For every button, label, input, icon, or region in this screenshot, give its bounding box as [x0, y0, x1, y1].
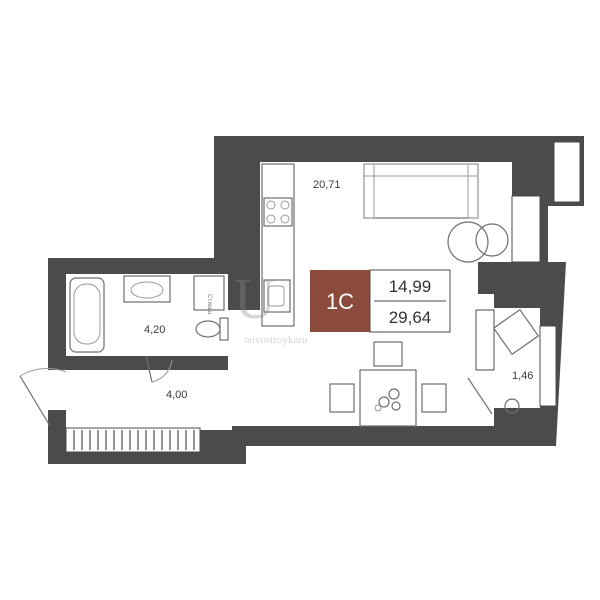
- sink-icon: [123, 275, 171, 303]
- bathroom-door: [145, 355, 173, 383]
- kitchen-counter: [261, 163, 295, 327]
- entrance-door: [19, 367, 67, 427]
- total-area-value: 29,64: [389, 308, 432, 327]
- washer-label: Ст.маш: [206, 294, 212, 315]
- windows: [475, 195, 557, 407]
- bathtub-icon: [69, 277, 105, 353]
- plant-icon: [374, 388, 401, 412]
- washer-icon: Ст.маш: [193, 275, 225, 315]
- toilet-icon: [195, 317, 229, 341]
- chair-icon: [329, 341, 447, 413]
- sofa-icon: [363, 163, 479, 219]
- loggia-plant-icon: [504, 398, 520, 414]
- armchair-icon: [492, 308, 540, 356]
- stove-icon: [263, 197, 293, 227]
- loggia-door: [467, 377, 493, 415]
- kitchen-sink-icon: [263, 279, 291, 313]
- hallway-area: 4,00: [166, 389, 187, 401]
- dining-table-icon: [359, 369, 417, 427]
- watermark-logo: U: [234, 266, 276, 331]
- watermark-text: novostroykaru: [244, 334, 308, 346]
- main-room-area: 20,71: [313, 179, 341, 191]
- unit-type-box: [310, 270, 370, 332]
- unit-type-label: 1С: [326, 289, 354, 314]
- radiator-hatch: [73, 430, 195, 450]
- watermark: U novostroykaru: [234, 266, 308, 346]
- loggia-area: 1,46: [512, 370, 533, 382]
- bathroom-area: 4,20: [144, 324, 165, 336]
- living-area-value: 14,99: [389, 277, 432, 296]
- round-table-icon: [447, 221, 509, 263]
- unit-badge: 1С 14,99 29,64: [310, 269, 451, 333]
